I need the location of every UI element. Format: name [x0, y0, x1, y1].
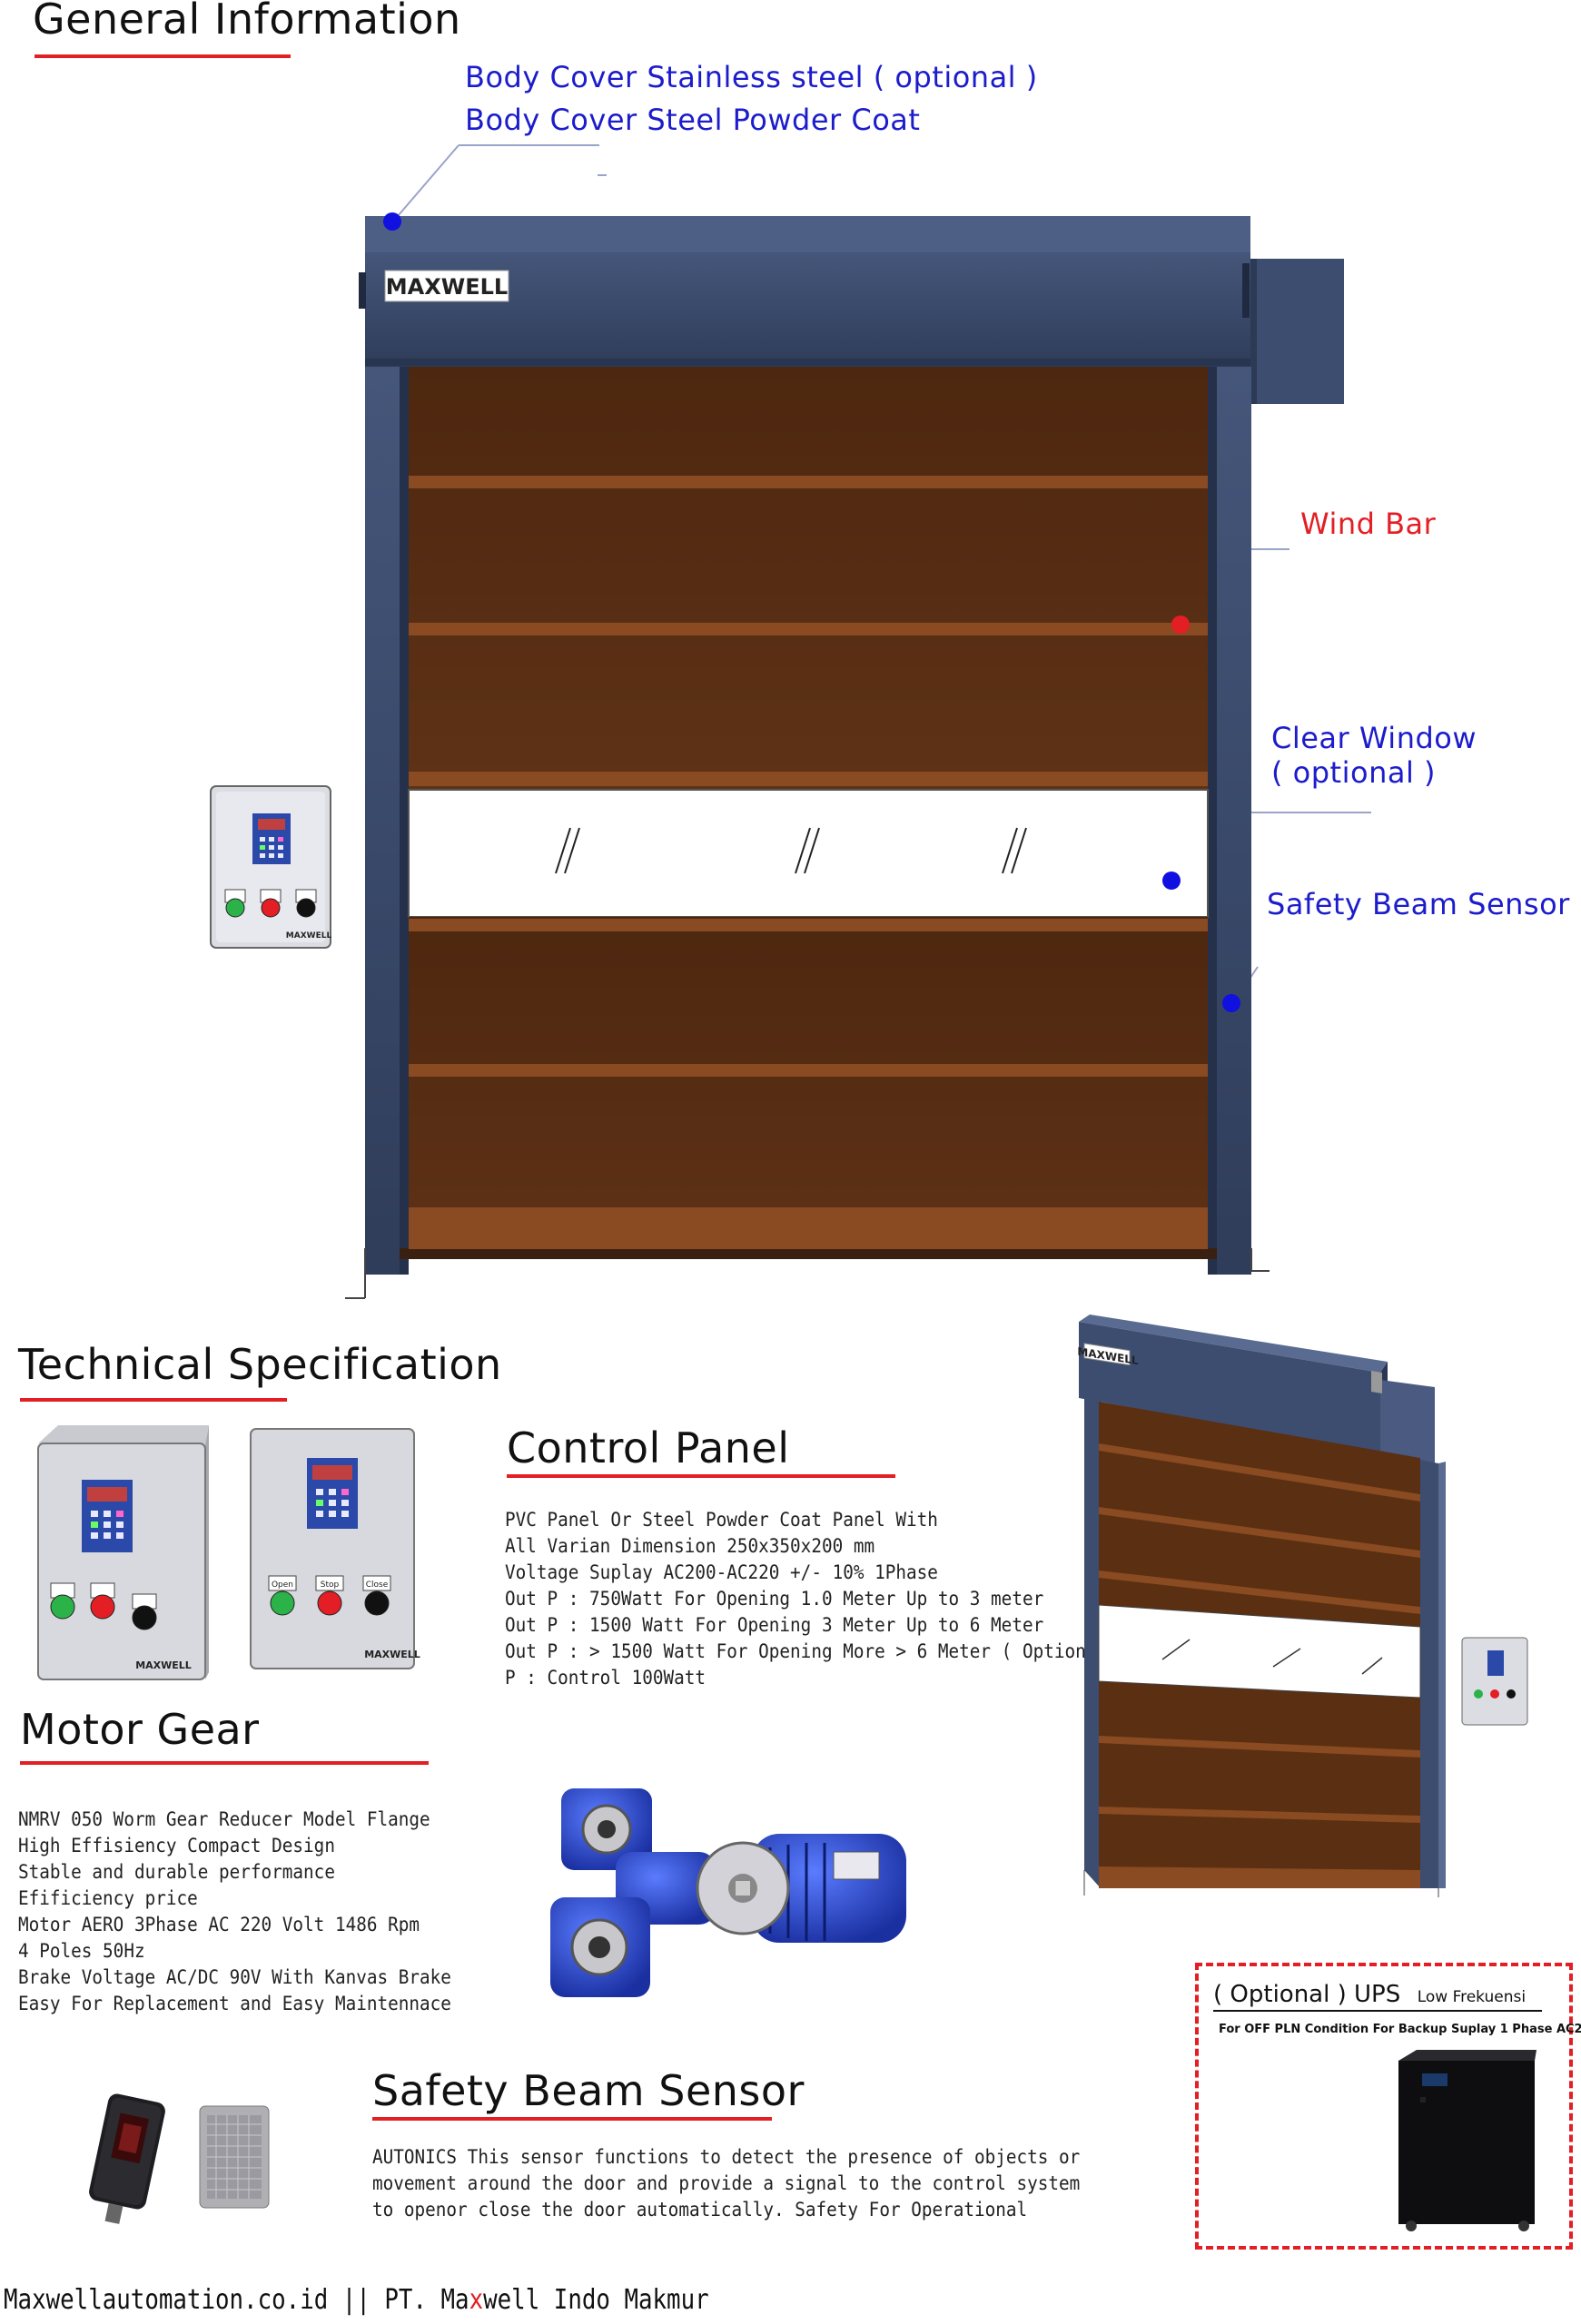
section-underline — [35, 54, 291, 58]
ups-title-underline — [1213, 2010, 1542, 2012]
wall-panel-brand: MAXWELL — [286, 931, 332, 940]
brand-plate — [384, 270, 509, 302]
spec-line: Voltage Suplay AC200-AC220 +/- 10% 1Phas… — [505, 1561, 938, 1583]
control-panel-front: Open Stop Close MAXWELL — [250, 1428, 420, 1669]
ups-title: ( Optional ) UPS Low Frekuensi — [1213, 1981, 1526, 2008]
ups-unit-image — [1398, 2050, 1537, 2231]
footer-part2: well Indo Makmur — [483, 2284, 709, 2316]
panel-brand-2: MAXWELL — [364, 1649, 420, 1660]
callout-dot-body-cover — [383, 212, 401, 231]
motor-gear-image — [550, 1788, 906, 1997]
footer-part1: Maxwellautomation.co.id || PT. Ma — [4, 2284, 469, 2316]
high-speed-door-illustration: MAXWELL MAXWELL — [210, 144, 1371, 1299]
panel-brand-1: MAXWELL — [135, 1659, 192, 1671]
description-line: AUTONICS This sensor functions to detect… — [372, 2146, 1081, 2168]
footer-credit: Maxwellautomation.co.id || PT. Maxwell I… — [4, 2284, 709, 2316]
control-panel-specs: PVC Panel Or Steel Powder Coat Panel Wit… — [505, 1507, 1128, 1691]
callout-dot-wind-bar — [1171, 615, 1190, 634]
ups-subtitle: For OFF PLN Condition For Backup Suplay … — [1219, 2023, 1581, 2036]
callout-body-cover-line2: Body Cover Steel Powder Coat — [465, 103, 921, 137]
section-title-technical: Technical Specification — [18, 1340, 502, 1389]
ups-title-suffix: Low Frekuensi — [1417, 1988, 1527, 2006]
window-glare-marks — [555, 827, 1027, 874]
motor-gear-specs: NMRV 050 Worm Gear Reducer Model Flange … — [18, 1807, 451, 2017]
top-cover — [365, 216, 1250, 252]
description-line: movement around the door and provide a s… — [372, 2172, 1081, 2194]
control-panel-box-3d: MAXWELL — [37, 1425, 209, 1680]
motor-housing — [1253, 259, 1344, 404]
callout-clear-window-line2: ( optional ) — [1271, 755, 1436, 790]
wall-control-panel: MAXWELL — [210, 785, 332, 949]
safety-beam-description: AUTONICS This sensor functions to detect… — [372, 2144, 1080, 2223]
open-button-label: Open — [272, 1581, 293, 1590]
curtain-upper — [409, 367, 1208, 790]
spec-line: PVC Panel Or Steel Powder Coat Panel Wit… — [505, 1509, 938, 1531]
safety-sensor-image — [89, 2093, 270, 2224]
callout-dot-clear-window — [1162, 872, 1181, 890]
close-button-label: Close — [366, 1581, 389, 1590]
callout-safety-beam: Safety Beam Sensor — [1267, 887, 1570, 921]
callout-wind-bar: Wind Bar — [1300, 507, 1437, 541]
spec-line: Brake Voltage AC/DC 90V With Kanvas Brak… — [18, 1966, 451, 1988]
spec-line: Out P : 750Watt For Opening 1.0 Meter Up… — [505, 1588, 1044, 1610]
section-underline — [372, 2117, 772, 2121]
description-line: to openor close the door automatically. … — [372, 2199, 1028, 2221]
wind-bars — [409, 476, 1208, 1249]
ups-title-main: ( Optional ) UPS — [1213, 1981, 1401, 2008]
spec-line: Stable and durable performance — [18, 1861, 335, 1883]
ups-optional-box — [1195, 1963, 1573, 2250]
clear-window — [408, 789, 1209, 918]
section-title-general: General Information — [33, 0, 461, 44]
footer-x: x — [469, 2284, 484, 2316]
callout-dot-safety-beam — [1222, 994, 1240, 1012]
section-underline — [20, 1761, 429, 1765]
spec-line: Out P : > 1500 Watt For Opening More > 6… — [505, 1640, 1129, 1662]
spec-line: Out P : 1500 Watt For Opening 3 Meter Up… — [505, 1614, 1044, 1636]
stop-button-label: Stop — [321, 1581, 340, 1590]
spec-line: Motor AERO 3Phase AC 220 Volt 1486 Rpm — [18, 1914, 420, 1935]
section-underline — [20, 1398, 287, 1402]
section-underline — [507, 1474, 895, 1478]
door-3d-illustration: MAXWELL — [1077, 1315, 1528, 1897]
callout-body-cover-line1: Body Cover Stainless steel ( optional ) — [465, 60, 1038, 94]
spec-line: High Effisiency Compact Design — [18, 1835, 335, 1856]
section-title-safety-beam: Safety Beam Sensor — [372, 2066, 805, 2115]
curtain-lower — [409, 917, 1208, 1258]
spec-line: All Varian Dimension 250x350x200 mm — [505, 1535, 875, 1557]
door-brand: MAXWELL — [386, 274, 508, 300]
callout-clear-window-line1: Clear Window — [1271, 721, 1477, 755]
spec-line: Easy For Replacement and Easy Maintennac… — [18, 1993, 451, 2014]
section-title-motor-gear: Motor Gear — [20, 1705, 260, 1754]
spec-line: NMRV 050 Worm Gear Reducer Model Flange — [18, 1808, 430, 1830]
header-box — [365, 252, 1250, 367]
section-title-control-panel: Control Panel — [507, 1423, 790, 1472]
control-panel-images: MAXWELL Open Stop Close MAXWELL — [37, 1425, 420, 1680]
spec-line: 4 Poles 50Hz — [18, 1940, 145, 1962]
spec-line: P : Control 100Watt — [505, 1667, 707, 1689]
spec-line: Efificiency price — [18, 1887, 198, 1909]
